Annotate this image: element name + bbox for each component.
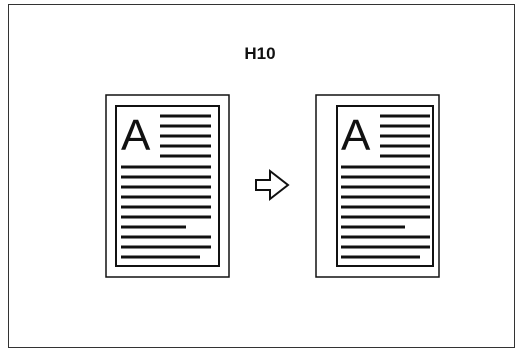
diagram-title: H10 bbox=[244, 44, 276, 63]
page-after-inner-border bbox=[336, 105, 434, 267]
diagram-frame bbox=[8, 4, 515, 348]
page-after-letter: A bbox=[341, 111, 371, 160]
page-after: A bbox=[315, 94, 440, 278]
page-after-text-lines bbox=[341, 114, 430, 259]
page-before-text-lines bbox=[121, 114, 211, 259]
page-before: A bbox=[105, 94, 230, 278]
page-before-letter: A bbox=[121, 111, 151, 160]
right-outline-arrow-icon bbox=[255, 168, 290, 202]
page-before-inner-border bbox=[115, 105, 220, 267]
